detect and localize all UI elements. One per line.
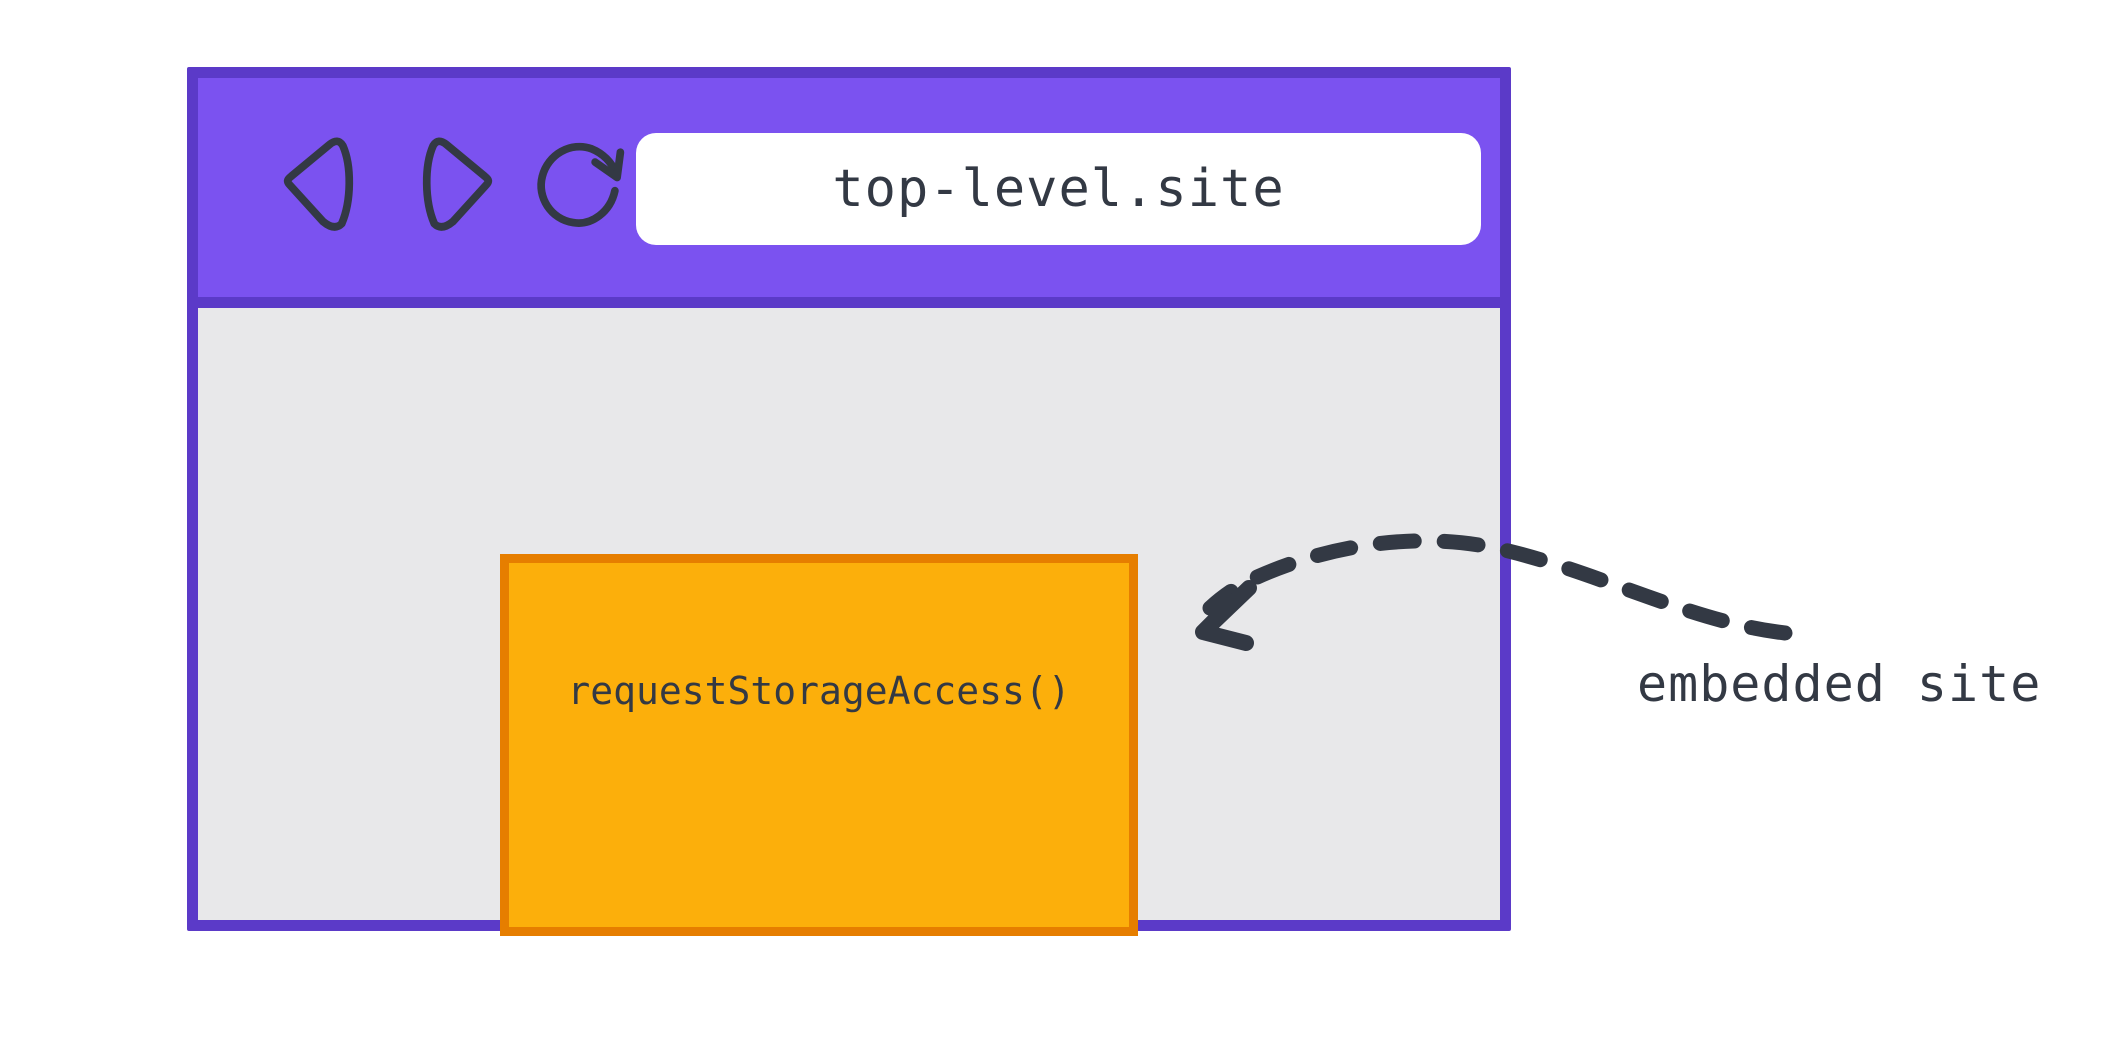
browser-nav-controls <box>268 128 638 238</box>
reload-icon[interactable] <box>528 128 638 238</box>
browser-toolbar: top-level.site <box>198 78 1500 308</box>
url-bar[interactable]: top-level.site <box>636 133 1481 245</box>
embedded-frame[interactable]: requestStorageAccess() <box>500 554 1138 936</box>
embedded-frame-label: requestStorageAccess() <box>567 669 1071 713</box>
browser-window: top-level.site requestStorageAccess() <box>187 67 1511 936</box>
forward-icon[interactable] <box>398 128 508 238</box>
annotation-label: embedded site <box>1637 655 2042 713</box>
browser-viewport: requestStorageAccess() <box>198 308 1500 936</box>
back-icon[interactable] <box>268 128 378 238</box>
url-text: top-level.site <box>832 159 1285 219</box>
